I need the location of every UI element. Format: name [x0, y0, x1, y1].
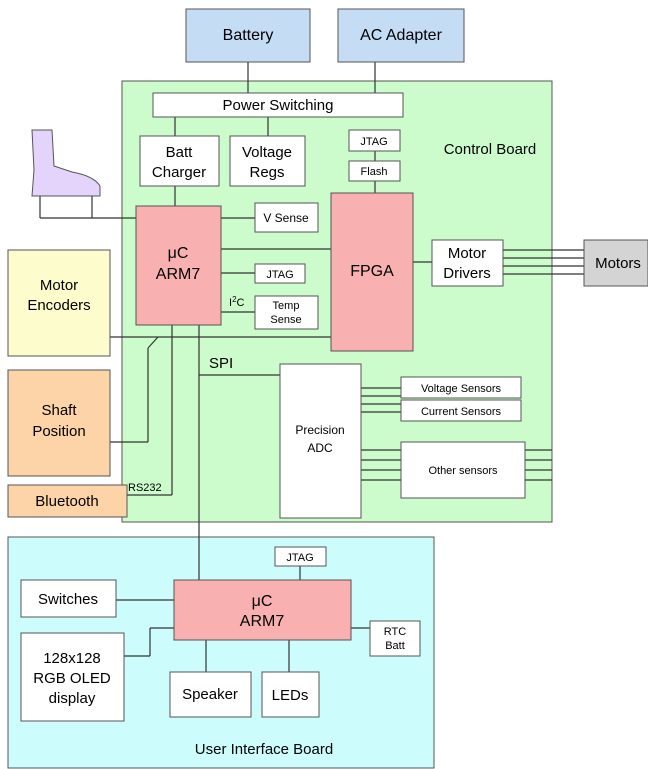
leds-label: LEDs — [272, 687, 309, 704]
shaft-position-label-2: Position — [32, 423, 85, 440]
other-sensors-label: Other sensors — [428, 465, 498, 477]
motors-label: Motors — [595, 255, 641, 272]
motor-encoders-label-1: Motor — [40, 277, 78, 294]
ui-jtag-label: JTAG — [286, 552, 313, 564]
motor-drivers-label-2: Drivers — [443, 265, 491, 282]
rs232-label: RS232 — [128, 482, 162, 494]
voltage-sensors-label: Voltage Sensors — [421, 383, 502, 395]
oled-label-2: RGB OLED — [33, 670, 111, 687]
oled-label-1: 128x128 — [43, 650, 101, 667]
spi-label: SPI — [209, 355, 233, 372]
rtc-batt-label-2: Batt — [385, 640, 405, 652]
power-switching-label: Power Switching — [223, 97, 334, 114]
ui-uc-label-1: μC — [252, 593, 273, 610]
speaker-label: Speaker — [182, 686, 238, 703]
batt-charger-label-1: Batt — [166, 144, 194, 161]
ui-uc-label-2: ARM7 — [240, 613, 285, 630]
motor-encoders-label-2: Encoders — [27, 297, 90, 314]
motor-drivers-label-1: Motor — [448, 245, 486, 262]
batt-charger-label-2: Charger — [152, 164, 206, 181]
flash-label: Flash — [361, 166, 388, 178]
fpga-label: FPGA — [350, 263, 394, 280]
fpga-jtag-label: JTAG — [360, 136, 387, 148]
v-sense-label: V Sense — [263, 211, 309, 225]
ui-uc-box — [174, 580, 351, 640]
oled-label-3: display — [49, 690, 96, 707]
current-sensors-label: Current Sensors — [421, 406, 502, 418]
boot-icon — [32, 130, 100, 196]
voltage-regs-label-1: Voltage — [242, 144, 292, 161]
control-uc-label-2: ARM7 — [156, 266, 201, 283]
rtc-batt-label-1: RTC — [384, 626, 406, 638]
switches-label: Switches — [38, 591, 98, 608]
uc-jtag-label: JTAG — [266, 269, 293, 281]
control-board-title: Control Board — [444, 141, 537, 158]
control-uc-label-1: μC — [168, 245, 189, 262]
ui-board-title: User Interface Board — [195, 741, 333, 758]
voltage-regs-label-2: Regs — [249, 164, 284, 181]
precision-adc-label-1: Precision — [295, 423, 344, 437]
temp-sense-label-2: Sense — [270, 314, 301, 326]
ac-adapter-label: AC Adapter — [360, 27, 443, 44]
bluetooth-label: Bluetooth — [35, 493, 98, 510]
battery-label: Battery — [223, 27, 274, 44]
temp-sense-label-1: Temp — [273, 300, 300, 312]
i2c-label: I2C — [229, 295, 245, 309]
shaft-position-label-1: Shaft — [41, 402, 77, 419]
precision-adc-label-2: ADC — [307, 441, 333, 455]
